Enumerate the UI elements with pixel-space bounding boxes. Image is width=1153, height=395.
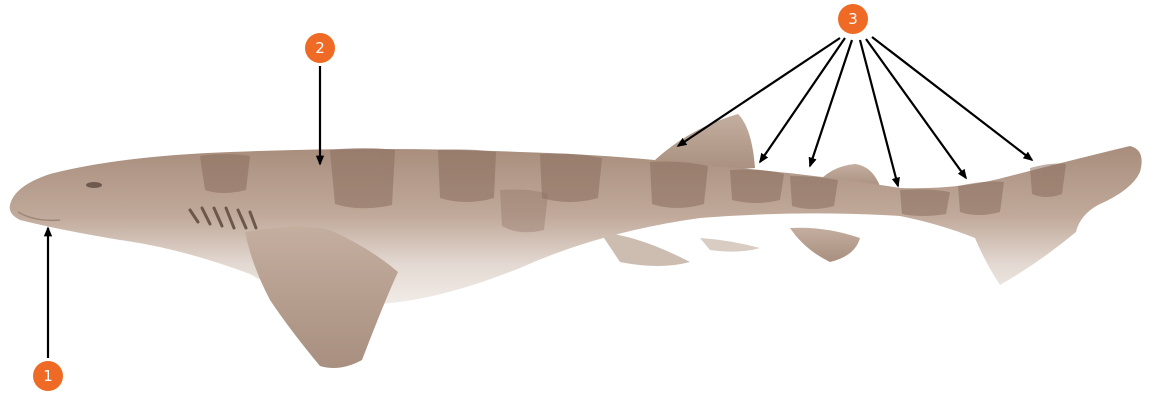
arrow-3e (866, 39, 966, 178)
callout-badge-1: 1 (33, 361, 63, 391)
callout-badge-3: 3 (838, 4, 868, 34)
band-lower-1 (500, 190, 548, 233)
callout-label-2: 2 (315, 39, 325, 57)
callout-label-1: 1 (43, 367, 53, 385)
arrow-3f (872, 37, 1032, 160)
anal-fin (700, 238, 760, 252)
pelvic-fin (600, 232, 690, 266)
shark-illustration (10, 114, 1142, 368)
callout-label-3: 3 (848, 10, 858, 28)
shark-eye (86, 182, 102, 188)
arrow-3a (678, 38, 840, 146)
second-ventral-fin (790, 228, 860, 262)
callout-badge-2: 2 (305, 33, 335, 63)
arrow-3d (860, 40, 898, 186)
